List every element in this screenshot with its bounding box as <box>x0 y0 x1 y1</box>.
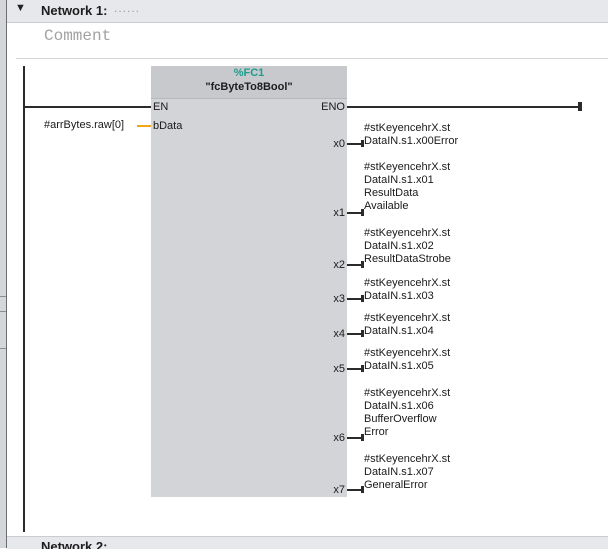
operand-line: #stKeyencehrX.st <box>364 277 451 289</box>
frame-mark <box>0 348 6 349</box>
pin-x0[interactable]: x0 <box>333 138 345 150</box>
output-wire-x3[interactable] <box>347 298 363 300</box>
operand-line: #stKeyencehrX.st <box>364 227 451 239</box>
pin-en[interactable]: EN <box>153 101 169 113</box>
operand-line: DataIN.s1.x02 <box>364 240 434 252</box>
output-tick <box>361 434 364 441</box>
operand-line: DataIN.s1.x07 <box>364 466 434 478</box>
operand-line: BufferOverflow <box>364 413 437 425</box>
left-frame <box>0 0 6 548</box>
operand-line: #stKeyencehrX.st <box>364 347 451 359</box>
operand-line: ResultDataStrobe <box>364 253 451 265</box>
pin-x4[interactable]: x4 <box>333 328 345 340</box>
output-tick <box>361 295 364 302</box>
next-network-header[interactable]: Network 2: <box>7 536 608 549</box>
frame-mark <box>0 311 6 312</box>
operand-line: DataIN.s1.x01 <box>364 174 434 186</box>
pin-x1[interactable]: x1 <box>333 207 345 219</box>
operand-line: Available <box>364 200 409 212</box>
output-wire-x0[interactable] <box>347 143 363 145</box>
output-operand-x2[interactable]: #stKeyencehrX.st DataIN.s1.x02 ResultDat… <box>364 227 451 266</box>
operand-line: ResultData <box>364 187 419 199</box>
operand-line: GeneralError <box>364 479 428 491</box>
operand-line: Error <box>364 426 389 438</box>
output-wire-x2[interactable] <box>347 264 363 266</box>
frame-mark <box>0 296 6 297</box>
pin-x7[interactable]: x7 <box>333 484 345 496</box>
output-operand-x6[interactable]: #stKeyencehrX.st DataIN.s1.x06 BufferOve… <box>364 387 450 439</box>
output-operand-x7[interactable]: #stKeyencehrX.st DataIN.s1.x07 GeneralEr… <box>364 453 450 492</box>
output-operand-x0[interactable]: #stKeyencehrX.st DataIN.s1.x00Error <box>364 122 458 148</box>
output-tick <box>361 261 364 268</box>
power-rail <box>23 66 25 532</box>
output-tick <box>361 140 364 147</box>
network-title-field[interactable]: ...... <box>114 1 141 15</box>
operand-line: #stKeyencehrX.st <box>364 312 451 324</box>
input-connector[interactable] <box>137 125 151 127</box>
operand-line: DataIN.s1.x03 <box>364 290 434 302</box>
eno-wire[interactable] <box>347 106 579 108</box>
operand-line: DataIN.s1.x04 <box>364 325 434 337</box>
output-tick <box>361 330 364 337</box>
pin-bdata[interactable]: bData <box>153 120 183 132</box>
operand-line: #stKeyencehrX.st <box>364 387 451 399</box>
output-operand-x5[interactable]: #stKeyencehrX.st DataIN.s1.x05 <box>364 347 450 373</box>
network-title[interactable]: Network 1: <box>41 3 108 18</box>
output-tick <box>361 486 364 493</box>
block-number: %FC1 <box>233 67 265 79</box>
output-operand-x3[interactable]: #stKeyencehrX.st DataIN.s1.x03 <box>364 277 450 303</box>
comment-separator <box>16 58 608 59</box>
operand-line: DataIN.s1.x06 <box>364 400 434 412</box>
output-wire-x5[interactable] <box>347 368 363 370</box>
pin-x2[interactable]: x2 <box>333 259 345 271</box>
output-wire-x4[interactable] <box>347 333 363 335</box>
network-header[interactable]: ▼ Network 1: ...... <box>7 0 608 23</box>
network-comment[interactable]: Comment <box>44 27 112 45</box>
operand-line: #stKeyencehrX.st <box>364 161 451 173</box>
output-operand-x1[interactable]: #stKeyencehrX.st DataIN.s1.x01 ResultDat… <box>364 161 450 213</box>
function-block-fc1[interactable]: %FC1 "fcByteTo8Bool" EN ENO bData x0 x1 … <box>151 66 347 497</box>
block-header: %FC1 "fcByteTo8Bool" <box>151 66 347 99</box>
operand-line: DataIN.s1.x00Error <box>364 135 459 147</box>
operand-line: DataIN.s1.x05 <box>364 360 434 372</box>
left-frame-border <box>6 0 7 548</box>
eno-wire-end <box>578 102 582 111</box>
input-operand[interactable]: #arrBytes.raw[0] <box>44 119 125 131</box>
operand-line: #stKeyencehrX.st <box>364 122 451 134</box>
output-wire-x6[interactable] <box>347 437 363 439</box>
next-network-title[interactable]: Network 2: <box>41 539 108 549</box>
operand-line: #stKeyencehrX.st <box>364 453 451 465</box>
output-wire-x1[interactable] <box>347 212 363 214</box>
output-wire-x7[interactable] <box>347 489 363 491</box>
collapse-caret-icon[interactable]: ▼ <box>15 2 26 14</box>
en-wire[interactable] <box>25 106 151 108</box>
pin-x3[interactable]: x3 <box>333 293 345 305</box>
block-name: "fcByteTo8Bool" <box>205 81 293 93</box>
output-tick <box>361 365 364 372</box>
output-tick <box>361 209 364 216</box>
pin-x6[interactable]: x6 <box>333 432 345 444</box>
pin-x5[interactable]: x5 <box>333 363 345 375</box>
output-operand-x4[interactable]: #stKeyencehrX.st DataIN.s1.x04 <box>364 312 450 338</box>
pin-eno[interactable]: ENO <box>321 101 345 113</box>
